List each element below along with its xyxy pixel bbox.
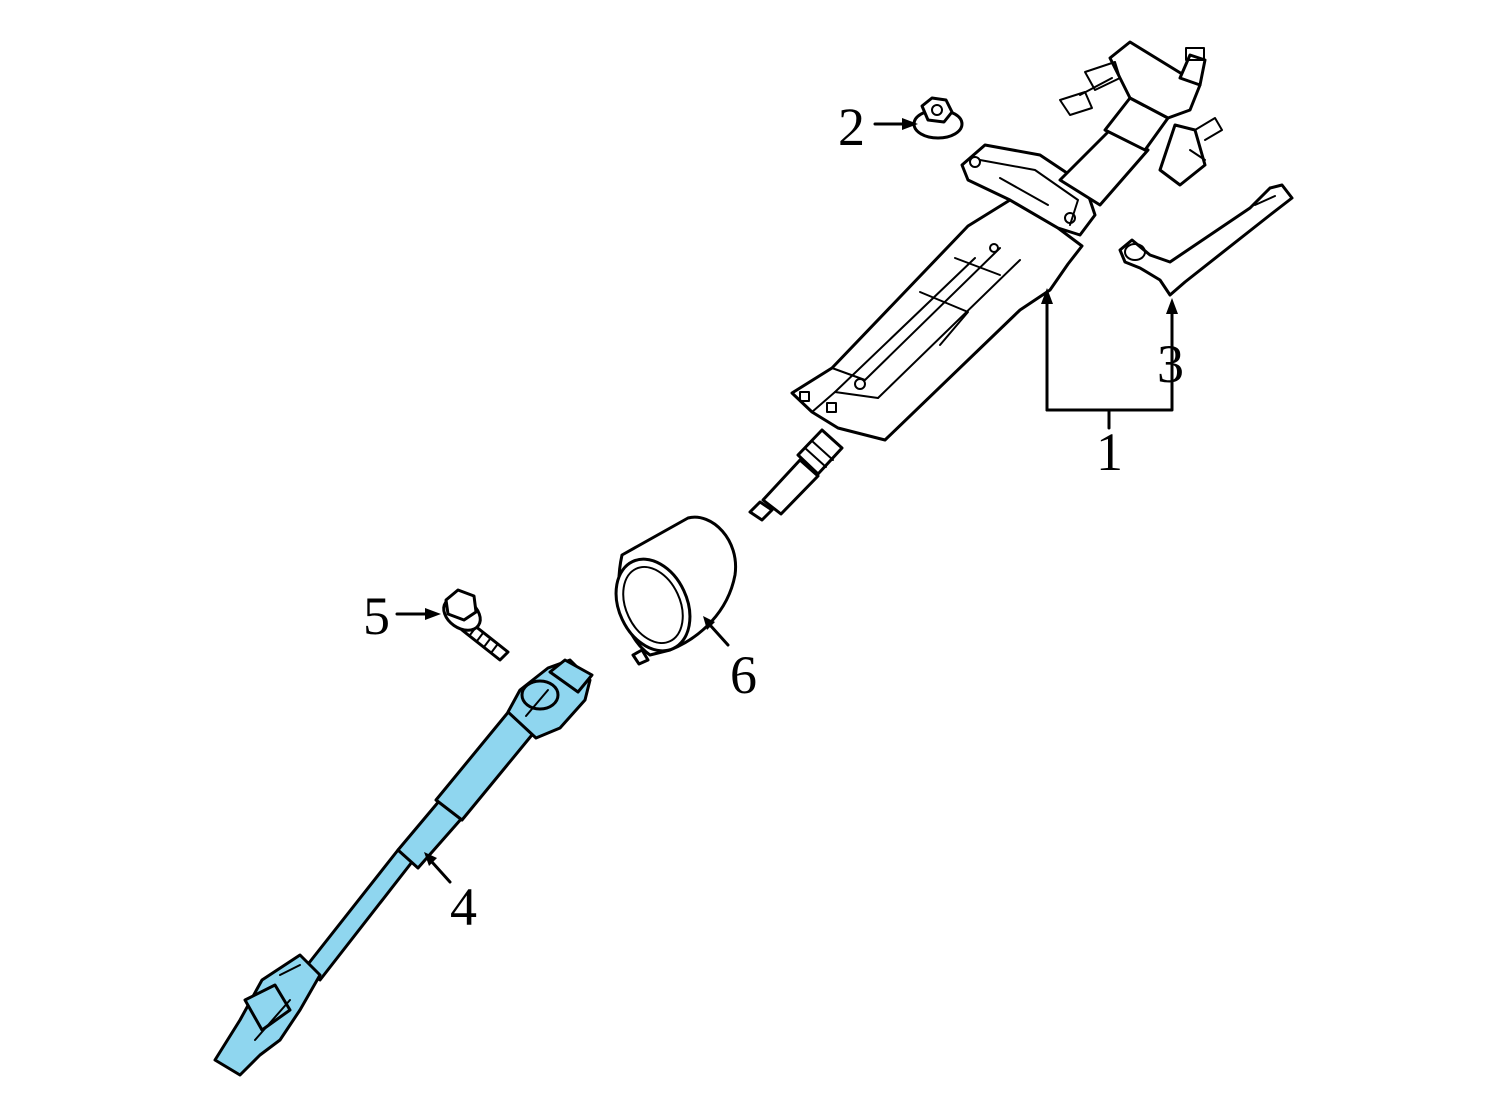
leader-lines <box>395 118 1178 884</box>
nut-icon[interactable] <box>912 96 964 140</box>
callout-4: 4 <box>450 877 477 937</box>
steering-column-assembly-icon[interactable] <box>748 40 1223 522</box>
callout-6: 6 <box>730 645 757 705</box>
callout-1: 1 <box>1096 422 1123 482</box>
callout-5: 5 <box>363 586 390 646</box>
intermediate-shaft-icon[interactable] <box>213 658 594 1077</box>
bolt-icon[interactable] <box>438 588 510 662</box>
callout-2: 2 <box>838 97 865 157</box>
callout-3: 3 <box>1157 334 1184 394</box>
tilt-lever-icon[interactable] <box>1118 183 1294 297</box>
boot-seal-icon[interactable] <box>602 515 738 666</box>
